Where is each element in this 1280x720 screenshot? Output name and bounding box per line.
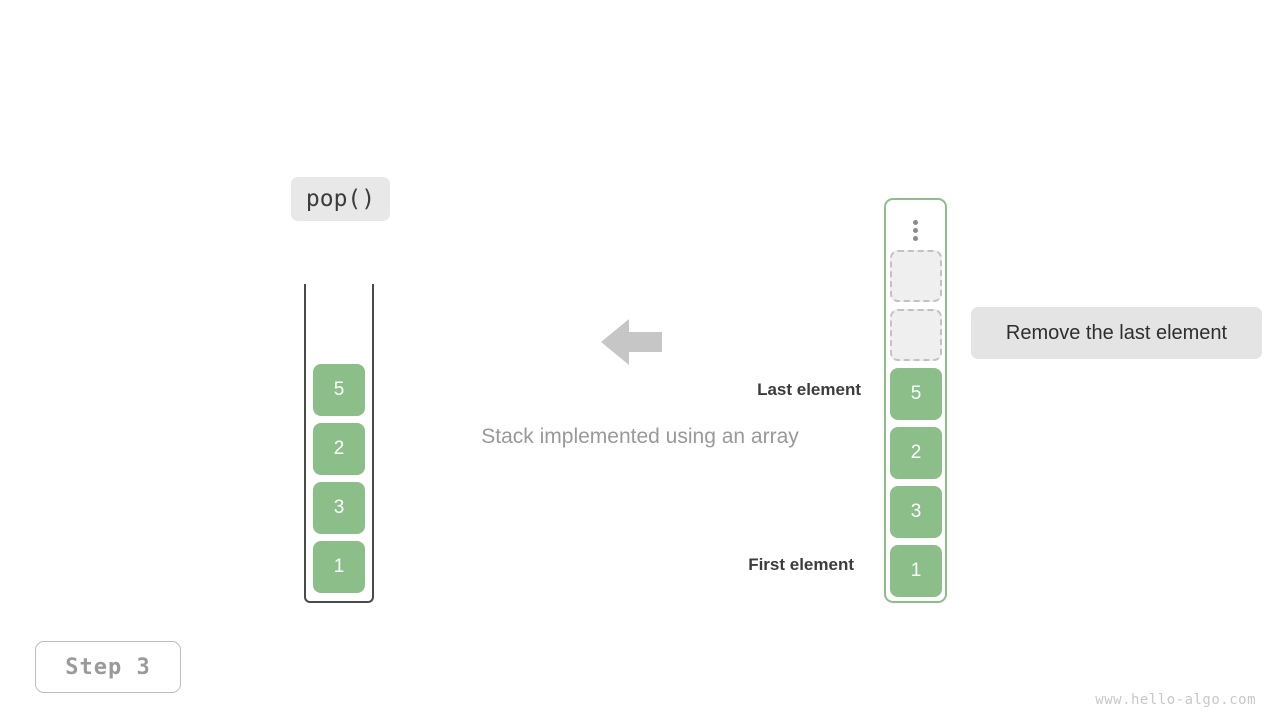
stack-element: 3 (313, 482, 365, 534)
stack-element: 5 (313, 364, 365, 416)
stack-caption: Stack implemented using an array (0, 425, 1280, 449)
array-container: 5 2 3 1 (884, 198, 947, 603)
array-element: 1 (890, 545, 942, 597)
step-badge: Step 3 (35, 641, 181, 693)
last-element-label: Last element (757, 380, 861, 399)
ellipsis-dot (913, 219, 918, 225)
array-slot-list: 5 2 3 1 (890, 250, 942, 597)
callout-box: Remove the last element (971, 307, 1262, 359)
watermark: www.hello-algo.com (1095, 692, 1256, 708)
stack-element: 2 (313, 423, 365, 475)
operation-badge: pop() (291, 177, 390, 221)
array-empty-slot (890, 250, 942, 302)
array-element: 2 (890, 427, 942, 479)
array-element: 3 (890, 486, 942, 538)
ellipsis-dot (913, 227, 918, 233)
array-empty-slot (890, 309, 942, 361)
step-label: Step 3 (65, 654, 151, 680)
stack-element: 1 (313, 541, 365, 593)
stack-container-outline (304, 284, 374, 603)
array-element: 5 (890, 368, 942, 420)
callout-text: Remove the last element (1005, 321, 1228, 344)
arrow-left-icon (601, 316, 662, 368)
operation-label: pop() (305, 186, 376, 212)
stack-element-list: 5 2 3 1 (313, 364, 365, 593)
stack-container: 5 2 3 1 (304, 284, 374, 603)
stack-caption-text: Stack implemented using an array (481, 425, 799, 448)
vertical-ellipsis-icon (886, 210, 945, 250)
first-element-label: First element (748, 555, 854, 574)
ellipsis-dot (913, 235, 918, 241)
